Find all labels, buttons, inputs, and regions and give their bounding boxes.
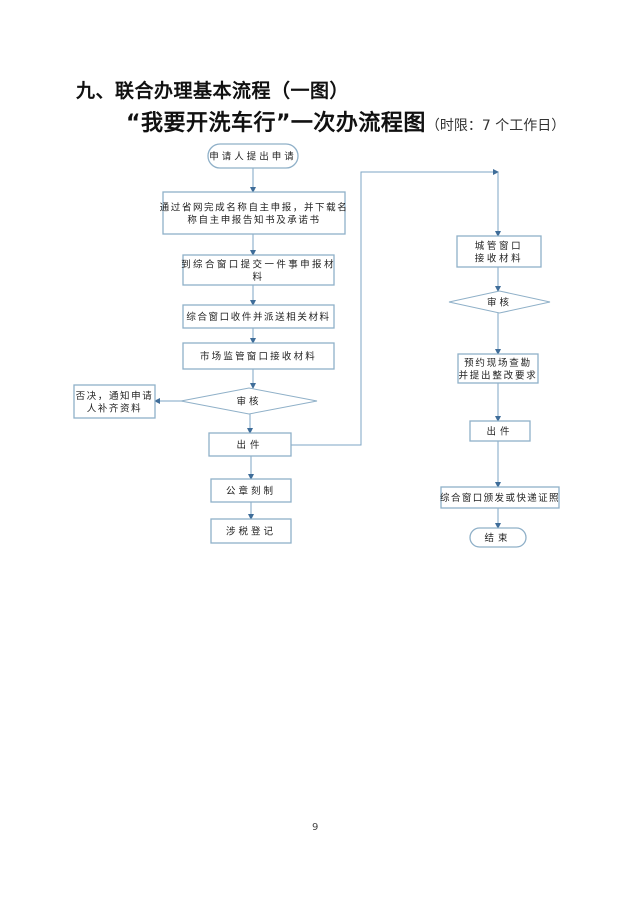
node-review-2: 审核 — [448, 290, 551, 314]
inspection-label: 并提出整改要求 — [458, 369, 537, 381]
city-receive-label: 接收材料 — [475, 252, 523, 264]
node-deliver: 综合窗口颁发或快递证照 — [440, 486, 560, 509]
seal-label: 公章刻制 — [226, 485, 276, 497]
step-submit-shape — [182, 254, 335, 286]
city-receive-shape — [456, 235, 542, 268]
deliver-label: 综合窗口颁发或快递证照 — [440, 492, 560, 504]
node-end: 结束 — [469, 527, 527, 548]
chart-title-main: “我要开洗车行”一次办流程图 — [126, 111, 426, 136]
start-label: 申请人提出申请 — [209, 151, 297, 163]
reject-shape — [73, 384, 156, 419]
step-market-receive-label: 市场监管窗口接收材料 — [200, 351, 317, 363]
step-online-label: 称自主申报告知书及承诺书 — [187, 214, 320, 226]
city-receive-label: 城管窗口 — [475, 240, 523, 252]
step-online-shape — [162, 191, 346, 235]
reject-label: 人补齐资料 — [87, 402, 143, 414]
issue-2-label: 出件 — [486, 426, 513, 438]
deliver-shape — [440, 486, 560, 509]
step-online-label: 通过省网完成名称自主申报，并下载名 — [160, 201, 349, 213]
step-market-receive-shape — [182, 342, 335, 370]
end-shape — [469, 527, 527, 548]
node-issue-2: 出件 — [469, 420, 531, 442]
connector-issue1-city — [291, 169, 499, 446]
node-step-dispatch: 综合窗口收件并派送相关材料 — [182, 304, 335, 329]
node-start: 申请人提出申请 — [207, 143, 299, 169]
step-submit-label: 到综合窗口提交一件事申报材 — [181, 258, 336, 270]
tax-shape — [210, 518, 292, 544]
node-issue-1: 出件 — [208, 432, 292, 457]
chart-title: “我要开洗车行”一次办流程图（时限：7 个工作日） — [126, 105, 565, 137]
issue-1-shape — [208, 432, 292, 457]
node-step-market-receive: 市场监管窗口接收材料 — [182, 342, 335, 370]
step-dispatch-shape — [182, 304, 335, 329]
inspection-label: 预约现场查勘 — [464, 357, 532, 369]
review-1-label: 审核 — [236, 396, 261, 408]
step-dispatch-label: 综合窗口收件并派送相关材料 — [186, 311, 330, 323]
review-1-shape — [180, 387, 318, 415]
page-number: 9 — [312, 822, 319, 833]
review-2-label: 审核 — [487, 297, 512, 309]
issue-2-shape — [469, 420, 531, 442]
node-seal: 公章刻制 — [210, 478, 292, 503]
end-label: 结束 — [484, 532, 511, 544]
issue-1-label: 出件 — [236, 439, 263, 451]
section-title: 九、联合办理基本流程（一图） — [76, 80, 350, 102]
reject-label: 否决，通知申请 — [76, 390, 154, 402]
inspection-shape — [457, 353, 539, 384]
node-review-1: 审核 — [180, 387, 318, 415]
node-tax: 涉税登记 — [210, 518, 292, 544]
step-submit-label: 料 — [253, 271, 265, 283]
chart-title-time-limit: （时限：7 个工作日） — [425, 118, 566, 134]
tax-label: 涉税登记 — [226, 526, 276, 538]
review-2-shape — [448, 290, 551, 314]
seal-shape — [210, 478, 292, 503]
start-shape — [207, 143, 299, 169]
